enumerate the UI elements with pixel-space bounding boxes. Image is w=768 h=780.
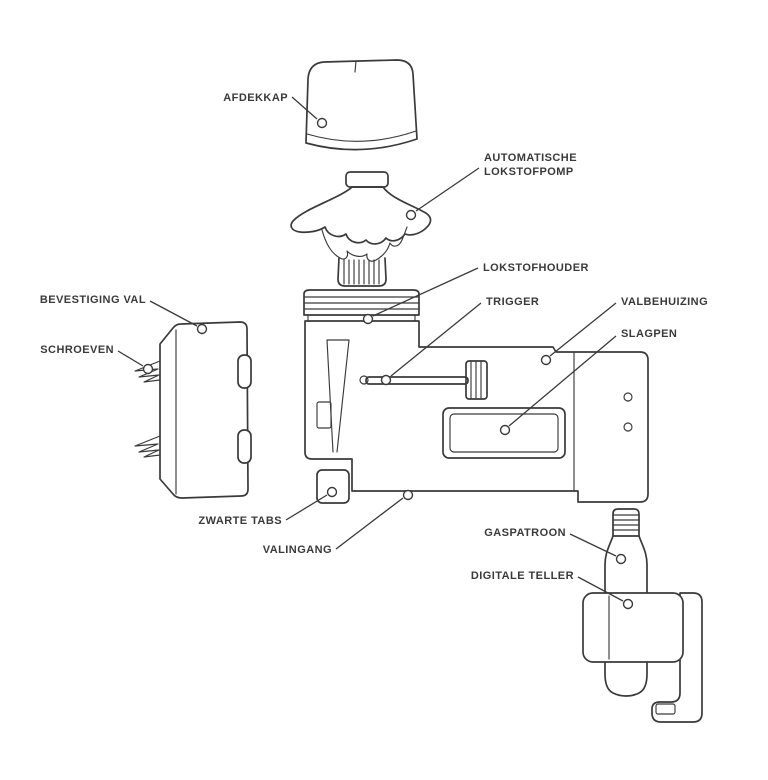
leader-line-lokstofhouder bbox=[372, 267, 479, 317]
annotation-digitale-teller: DIGITALE TELLER bbox=[471, 570, 634, 610]
point-marker-valbehuizing bbox=[540, 354, 552, 366]
part-label-trigger: TRIGGER bbox=[486, 296, 539, 308]
point-marker-bevestiging-val bbox=[196, 323, 208, 335]
screw-head-top bbox=[237, 354, 252, 389]
point-marker-automatische-lokstofpomp bbox=[405, 209, 417, 221]
pump-skirt bbox=[321, 226, 408, 262]
pump-bell bbox=[290, 186, 432, 245]
part-label-digitale-teller: DIGITALE TELLER bbox=[471, 570, 574, 582]
annotation-bevestiging-val: BEVESTIGING VAL bbox=[40, 294, 208, 335]
leader-line-valbehuizing bbox=[549, 302, 617, 357]
striker-housing-outer bbox=[442, 407, 566, 459]
part-label-schroeven: SCHROEVEN bbox=[40, 344, 114, 356]
part-valbehuizing-body bbox=[304, 320, 649, 503]
part-label-lokstofhouder: LOKSTOFHOUDER bbox=[483, 262, 589, 274]
part-schroeven bbox=[134, 354, 252, 464]
trigger-rod bbox=[365, 376, 469, 385]
trigger-bracket-ribs bbox=[470, 361, 482, 399]
point-marker-schroeven bbox=[142, 363, 154, 375]
counter-body bbox=[582, 592, 684, 663]
leader-line-afdekkap bbox=[291, 96, 318, 120]
part-automatische-lokstofpomp bbox=[290, 171, 432, 287]
point-marker-slagpen bbox=[499, 424, 511, 436]
part-label-zwarte-tabs: ZWARTE TABS bbox=[198, 515, 282, 527]
annotation-afdekkap: AFDEKKAP bbox=[223, 92, 328, 129]
point-marker-digitale-teller bbox=[622, 598, 634, 610]
screw-head-bottom bbox=[237, 429, 252, 464]
cartridge-thread-cap bbox=[612, 508, 640, 537]
body-silhouette bbox=[304, 320, 649, 503]
leader-line-slagpen bbox=[508, 335, 617, 427]
part-afdekkap bbox=[305, 59, 418, 151]
point-marker-afdekkap bbox=[316, 117, 328, 129]
pump-nozzle bbox=[337, 257, 387, 287]
part-label-afdekkap: AFDEKKAP bbox=[223, 92, 288, 104]
annotation-zwarte-tabs: ZWARTE TABS bbox=[198, 486, 338, 527]
leader-line-schroeven bbox=[117, 350, 144, 367]
cap-rim-line bbox=[306, 130, 417, 142]
annotation-lokstofhouder: LOKSTOFHOUDER bbox=[362, 262, 589, 325]
part-label-gaspatroon: GASPATROON bbox=[484, 527, 566, 539]
point-marker-zwarte-tabs bbox=[326, 486, 338, 498]
part-label-valingang: VALINGANG bbox=[263, 544, 332, 556]
part-lokstofhouder bbox=[303, 289, 420, 322]
annotation-gaspatroon: GASPATROON bbox=[484, 527, 627, 565]
pump-cap bbox=[345, 171, 389, 188]
annotation-slagpen: SLAGPEN bbox=[499, 328, 677, 436]
point-marker-gaspatroon bbox=[615, 553, 627, 565]
point-marker-lokstofhouder bbox=[362, 313, 374, 325]
striker-housing-inner bbox=[449, 413, 559, 453]
part-bevestiging-val bbox=[159, 321, 249, 499]
annotation-valingang: VALINGANG bbox=[263, 489, 414, 556]
leader-line-gaspatroon bbox=[569, 533, 617, 557]
body-latch-detail bbox=[316, 401, 332, 429]
cartridge-thread-lines bbox=[612, 514, 640, 531]
trigger-bracket bbox=[465, 360, 488, 400]
leader-line-bevestiging-val bbox=[149, 300, 198, 327]
counter-clamp-arm bbox=[651, 592, 703, 723]
screw-thread-bottom bbox=[134, 435, 161, 458]
annotation-schroeven: SCHROEVEN bbox=[40, 344, 154, 375]
point-marker-valingang bbox=[402, 489, 414, 501]
bracket-outline bbox=[159, 321, 249, 499]
part-digitale-teller bbox=[582, 592, 703, 723]
body-screw-hole-bottom bbox=[623, 422, 633, 432]
leader-line-automatische-lokstofpomp bbox=[415, 167, 480, 212]
screw-thread-top bbox=[134, 360, 161, 383]
cap-outline bbox=[305, 59, 418, 151]
leader-line-digitale-teller bbox=[577, 576, 624, 602]
part-label-bevestiging-val: BEVESTIGING VAL bbox=[40, 294, 146, 306]
jar-lid-outline bbox=[303, 289, 420, 316]
body-screw-hole-top bbox=[623, 392, 633, 402]
part-label-slagpen: SLAGPEN bbox=[621, 328, 677, 340]
leader-line-valingang bbox=[335, 497, 404, 550]
part-label-valbehuizing: VALBEHUIZING bbox=[621, 296, 708, 308]
cap-seam-line bbox=[354, 60, 357, 73]
leader-line-trigger bbox=[390, 302, 482, 377]
trigger-rod-tip bbox=[359, 375, 369, 385]
jar-neck-lines bbox=[307, 314, 416, 322]
counter-display bbox=[655, 703, 676, 715]
leader-line-zwarte-tabs bbox=[285, 494, 328, 521]
annotation-trigger: TRIGGER bbox=[380, 296, 539, 386]
part-zwarte-tabs bbox=[316, 469, 350, 504]
annotation-valbehuizing: VALBEHUIZING bbox=[540, 296, 708, 366]
body-inner-channel bbox=[326, 339, 350, 453]
point-marker-trigger bbox=[380, 374, 392, 386]
jar-lid-threads bbox=[303, 296, 420, 310]
pump-nozzle-ribs bbox=[343, 259, 380, 285]
